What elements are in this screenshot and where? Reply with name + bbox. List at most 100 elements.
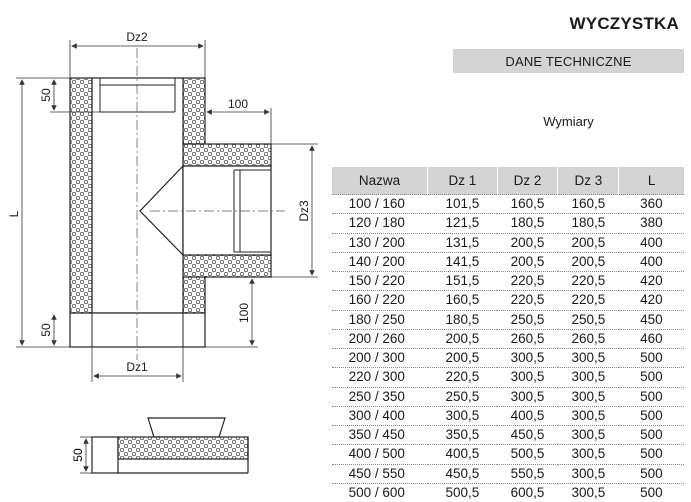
table-cell: 220,5 xyxy=(558,272,619,291)
col-header-dz1: Dz 1 xyxy=(428,167,498,195)
branch-100-side-label: 100 xyxy=(237,303,251,323)
table-cell: 200,5 xyxy=(497,252,558,271)
l-label: L xyxy=(7,210,21,217)
table-cell: 100 / 160 xyxy=(332,195,428,214)
table-cell: 500 xyxy=(619,426,684,445)
table-cell: 500 xyxy=(619,464,684,483)
table-cell: 400 xyxy=(619,252,684,271)
section-header: DANE TECHNICZNE xyxy=(453,49,684,73)
table-cell: 130 / 200 xyxy=(332,233,428,252)
table-cell: 500,5 xyxy=(497,445,558,464)
table-cell: 250,5 xyxy=(497,310,558,329)
table-cell: 250,5 xyxy=(558,310,619,329)
table-cell: 160 / 220 xyxy=(332,291,428,310)
table-cell: 200,5 xyxy=(428,349,498,368)
table-cell: 151,5 xyxy=(428,272,498,291)
table-cell: 300,5 xyxy=(428,406,498,425)
table-cell: 300,5 xyxy=(558,387,619,406)
table-cell: 180 / 250 xyxy=(332,310,428,329)
table-cell: 150 / 220 xyxy=(332,272,428,291)
col-header-nazwa: Nazwa xyxy=(332,167,428,195)
table-cell: 420 xyxy=(619,291,684,310)
table-cell: 500 / 600 xyxy=(332,483,428,502)
table-cell: 500,5 xyxy=(428,483,498,502)
cap-50-label: 50 xyxy=(71,448,85,462)
table-cell: 200,5 xyxy=(558,252,619,271)
table-cell: 500 xyxy=(619,349,684,368)
col-header-dz2: Dz 2 xyxy=(497,167,558,195)
table-cell: 500 xyxy=(619,483,684,502)
table-cell: 300,5 xyxy=(558,464,619,483)
table-cell: 220 / 300 xyxy=(332,368,428,387)
table-cell: 300 / 400 xyxy=(332,406,428,425)
tee-body xyxy=(70,48,285,360)
table-cell: 550,5 xyxy=(497,464,558,483)
col-header-l: L xyxy=(619,167,684,195)
table-cell: 180,5 xyxy=(497,214,558,233)
table-cell: 500 xyxy=(619,445,684,464)
table-cell: 220,5 xyxy=(558,291,619,310)
table-cell: 140 / 200 xyxy=(332,252,428,271)
table-cell: 160,5 xyxy=(428,291,498,310)
table-cell: 400 / 500 xyxy=(332,445,428,464)
table-cell: 380 xyxy=(619,214,684,233)
table-cell: 300,5 xyxy=(497,368,558,387)
table-cell: 450 / 550 xyxy=(332,464,428,483)
table-cell: 250 / 350 xyxy=(332,387,428,406)
table-cell: 260,5 xyxy=(558,329,619,348)
table-cell: 300,5 xyxy=(558,349,619,368)
table-cell: 160,5 xyxy=(497,195,558,214)
table-subtitle: Wymiary xyxy=(453,114,684,129)
table-cell: 500 xyxy=(619,368,684,387)
table-cell: 101,5 xyxy=(428,195,498,214)
page-title: WYCZYSTKA xyxy=(570,14,679,34)
table-cell: 300,5 xyxy=(497,349,558,368)
table-cell: 400 xyxy=(619,233,684,252)
table-cell: 360 xyxy=(619,195,684,214)
table-cell: 220,5 xyxy=(428,368,498,387)
table-cell: 141,5 xyxy=(428,252,498,271)
table-cell: 450 xyxy=(619,310,684,329)
table-cell: 400,5 xyxy=(428,445,498,464)
table-cell: 400,5 xyxy=(497,406,558,425)
table-cell: 450,5 xyxy=(497,426,558,445)
table-cell: 200,5 xyxy=(428,329,498,348)
dz3-label: Dz3 xyxy=(297,200,311,222)
cap-drawing: 50 xyxy=(71,418,248,473)
table-cell: 200 / 300 xyxy=(332,349,428,368)
table-cell: 300,5 xyxy=(497,387,558,406)
table-cell: 300,5 xyxy=(558,406,619,425)
table-cell: 300,5 xyxy=(558,368,619,387)
table-cell: 220,5 xyxy=(497,291,558,310)
table-cell: 600,5 xyxy=(497,483,558,502)
table-cell: 350 / 450 xyxy=(332,426,428,445)
table-cell: 450,5 xyxy=(428,464,498,483)
table-cell: 260,5 xyxy=(497,329,558,348)
col-header-dz3: Dz 3 xyxy=(558,167,619,195)
table-cell: 180,5 xyxy=(558,214,619,233)
table-cell: 300,5 xyxy=(558,426,619,445)
table-header-row: Nazwa Dz 1 Dz 2 Dz 3 L xyxy=(332,167,684,195)
table-cell: 300,5 xyxy=(558,483,619,502)
table-cell: 500 xyxy=(619,387,684,406)
dz2-label: Dz2 xyxy=(126,30,148,44)
table-cell: 200,5 xyxy=(558,233,619,252)
top-50-label: 50 xyxy=(39,88,53,102)
table-cell: 131,5 xyxy=(428,233,498,252)
